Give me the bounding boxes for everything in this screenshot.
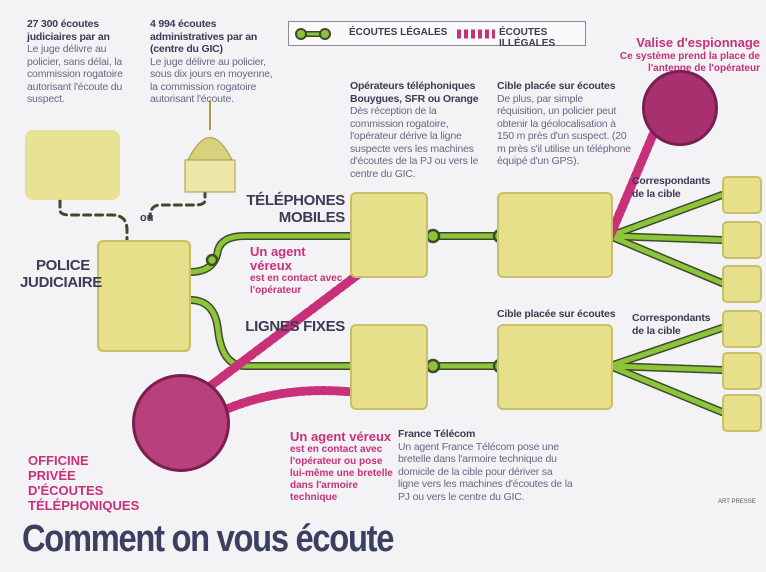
administratives-title: 4 994 écoutes administratives par an (ce… — [150, 18, 258, 55]
administratives-text: 4 994 écoutes administratives par an (ce… — [150, 18, 275, 106]
officine-label: OFFICINE PRIVÉE D'ÉCOUTES TÉLÉPHONIQUES — [28, 453, 140, 513]
legend-illegal-label: ÉCOUTES ILLÉGALES — [499, 27, 556, 49]
france-telecom-body: Un agent France Télécom pose une bretell… — [398, 440, 573, 503]
valise-illustration — [642, 70, 718, 146]
correspondants-label-mobile: Correspondants de la cible — [632, 175, 711, 200]
operator-tile — [350, 192, 428, 278]
operateurs-body: Dès réception de la commission rogatoire… — [350, 105, 479, 180]
france-telecom-tile — [350, 324, 428, 410]
france-telecom-title: France Télécom — [398, 428, 476, 440]
correspondant-tile — [722, 265, 762, 303]
judiciaires-title: 27 300 écoutes judiciaires par an — [27, 18, 110, 43]
agent1-title: Un agent véreux — [250, 244, 306, 273]
operateurs-title: Opérateurs téléphoniques Bouygues, SFR o… — [350, 80, 479, 105]
cible-mobile-title: Cible placée sur écoutes — [497, 80, 616, 92]
illegal-lines — [200, 125, 660, 417]
operateurs-text: Opérateurs téléphoniques Bouygues, SFR o… — [350, 80, 485, 180]
valise-title: Valise d'espionnage — [636, 35, 760, 50]
police-judiciaire-tile — [97, 240, 191, 352]
cible-fixe-label: Cible placée sur écoutes — [497, 308, 616, 320]
lignes-fixes-label: LIGNES FIXES — [245, 318, 345, 335]
correspondant-tile — [722, 221, 762, 259]
cible-mobile-tile — [497, 192, 613, 278]
valise-body: Ce système prend la place de l'antenne d… — [619, 51, 760, 74]
police-office-illustration — [25, 130, 120, 200]
administratives-body: Le juge délivre au policier, sous dix jo… — [150, 55, 273, 106]
cible-mobile-body: De plus, par simple réquisition, un poli… — [497, 92, 631, 168]
officine-illustration — [132, 374, 230, 472]
judiciaires-body: Le juge délivre au policier, sans délai,… — [27, 43, 123, 105]
telephones-mobiles-label: TÉLÉPHONES MOBILES — [246, 192, 345, 226]
correspondant-tile — [722, 310, 762, 348]
agent2-text: Un agent véreux est en contact avec l'op… — [290, 430, 395, 504]
france-telecom-text: France Télécom Un agent France Télécom p… — [398, 428, 573, 503]
credit: ART PRESSE — [718, 499, 756, 505]
dome-illustration — [184, 100, 236, 193]
agent1-body: est en contact avec l'opérateur — [250, 273, 343, 296]
correspondant-tile — [722, 394, 762, 432]
cible-fixe-tile — [497, 324, 613, 410]
agent2-title: Un agent véreux — [290, 429, 392, 444]
cible-mobile-text: Cible placée sur écoutes De plus, par si… — [497, 80, 632, 168]
legend: ÉCOUTES LÉGALES ÉCOUTES ILLÉGALES — [288, 21, 586, 49]
correspondant-tile — [722, 176, 762, 214]
judiciaires-text: 27 300 écoutes judiciaires par an Le jug… — [27, 18, 137, 106]
agent2-body: est en contact avec l'opérateur ou pose … — [290, 444, 393, 503]
legend-legal-label: ÉCOUTES LÉGALES — [349, 27, 448, 38]
or-label: ou — [140, 212, 154, 224]
correspondant-tile — [722, 352, 762, 390]
page-title: Comment on vous écoute — [22, 518, 394, 560]
police-judiciaire-label: POLICE JUDICIAIRE — [20, 257, 103, 291]
illegal-line-icon — [457, 29, 495, 39]
agent1-text: Un agent véreux est en contact avec l'op… — [250, 245, 345, 297]
legal-line-icon — [295, 28, 331, 40]
correspondants-label-fixe: Correspondants de la cible — [632, 312, 711, 337]
